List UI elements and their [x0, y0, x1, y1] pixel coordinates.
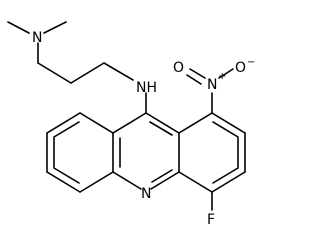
bond-c3-nh [103, 62, 134, 81]
bond-c3r-c4r [211, 171, 246, 193]
bond-n-methyl2 [43, 21, 67, 34]
bonds [7, 21, 246, 211]
bond-nitro-o-double-b [186, 74, 202, 85]
bond-c4r-c4a [178, 171, 213, 193]
ring-nitrogen-label: N [141, 186, 151, 202]
atom-labels: N NH N + O O − N F [32, 30, 255, 228]
bond-c2-c3 [70, 62, 105, 84]
bond-c6-c5-inner [53, 167, 80, 184]
bond-c8-c7-inner [53, 121, 80, 138]
bond-c8-c7 [46, 112, 81, 134]
nitro-oxygen-single-label: O [235, 60, 246, 76]
bond-c5-c10a [79, 171, 114, 193]
nitro-oxygen-double-label: O [173, 60, 184, 76]
linker-nh-label: NH [136, 80, 157, 96]
bond-n10-c10a [112, 171, 142, 190]
nitro-minus-charge: − [247, 57, 255, 68]
bond-c4a-n10-inner [151, 169, 173, 183]
bond-c9-c9a [145, 112, 180, 134]
bond-c1-c2 [37, 62, 72, 84]
bond-c8a-c8 [79, 112, 114, 134]
chemical-structure-diagram: N NH N + O O − N F [7, 21, 255, 228]
amine-nitrogen-label: N [32, 30, 42, 46]
bond-nitro-o-single [218, 68, 234, 79]
molecule-canvas: N NH N + O O − N F [7, 21, 255, 228]
bond-c8a-c9 [112, 112, 147, 134]
bond-methyl1-n [7, 21, 30, 34]
bond-c3r-c4r-inner [212, 167, 239, 184]
fluorine-label: F [207, 212, 215, 228]
nitro-plus-charge: + [218, 71, 226, 82]
bond-c4a-n10 [150, 171, 180, 190]
bond-c9a-c1 [178, 112, 213, 134]
nitro-nitrogen-label: N [207, 77, 217, 93]
bond-nitro-o-double-a [189, 68, 206, 79]
bond-c1-c2r [211, 112, 246, 134]
bond-c6-c5 [46, 171, 81, 193]
bond-c1-c2r-inner [212, 121, 239, 138]
bond-c9-c9a-inner [149, 121, 173, 136]
